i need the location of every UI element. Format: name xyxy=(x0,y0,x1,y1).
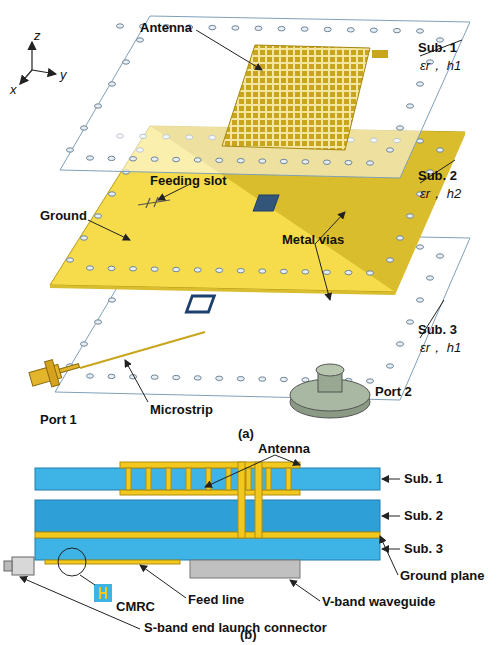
part-label: z xyxy=(34,28,41,43)
part-label: Ground xyxy=(40,208,87,223)
part-label: S-band end launch connector xyxy=(144,620,327,635)
part-label: Port 2 xyxy=(375,384,412,399)
part-label: Sub. 1 xyxy=(404,471,443,486)
part-label: (a) xyxy=(238,426,254,441)
part-label: Sub. 3 xyxy=(404,541,443,556)
part-label: Feed line xyxy=(188,592,244,607)
part-label: Antenna xyxy=(140,20,192,35)
part-label: Sub. 2 xyxy=(404,508,443,523)
part-label: Port 1 xyxy=(40,412,77,427)
part-label: V-band waveguide xyxy=(322,594,435,609)
part-label: Sub. 2 xyxy=(418,168,457,183)
part-label: εr， h1 xyxy=(420,340,461,355)
part-label: εr， h2 xyxy=(420,186,461,201)
part-label: Sub. 1 xyxy=(418,40,457,55)
part-label: (b) xyxy=(240,627,257,642)
part-label: Microstrip xyxy=(150,402,213,417)
part-label: x xyxy=(10,82,17,97)
part-label: Sub. 3 xyxy=(418,322,457,337)
part-label: y xyxy=(60,67,67,82)
part-label: Feeding slot xyxy=(150,173,227,188)
part-label: Antenna xyxy=(258,441,310,456)
part-label: εr， h1 xyxy=(420,58,461,73)
part-label: Ground plane xyxy=(400,568,485,583)
part-label: Metal vias xyxy=(282,232,344,247)
part-label: CMRC xyxy=(116,599,155,614)
